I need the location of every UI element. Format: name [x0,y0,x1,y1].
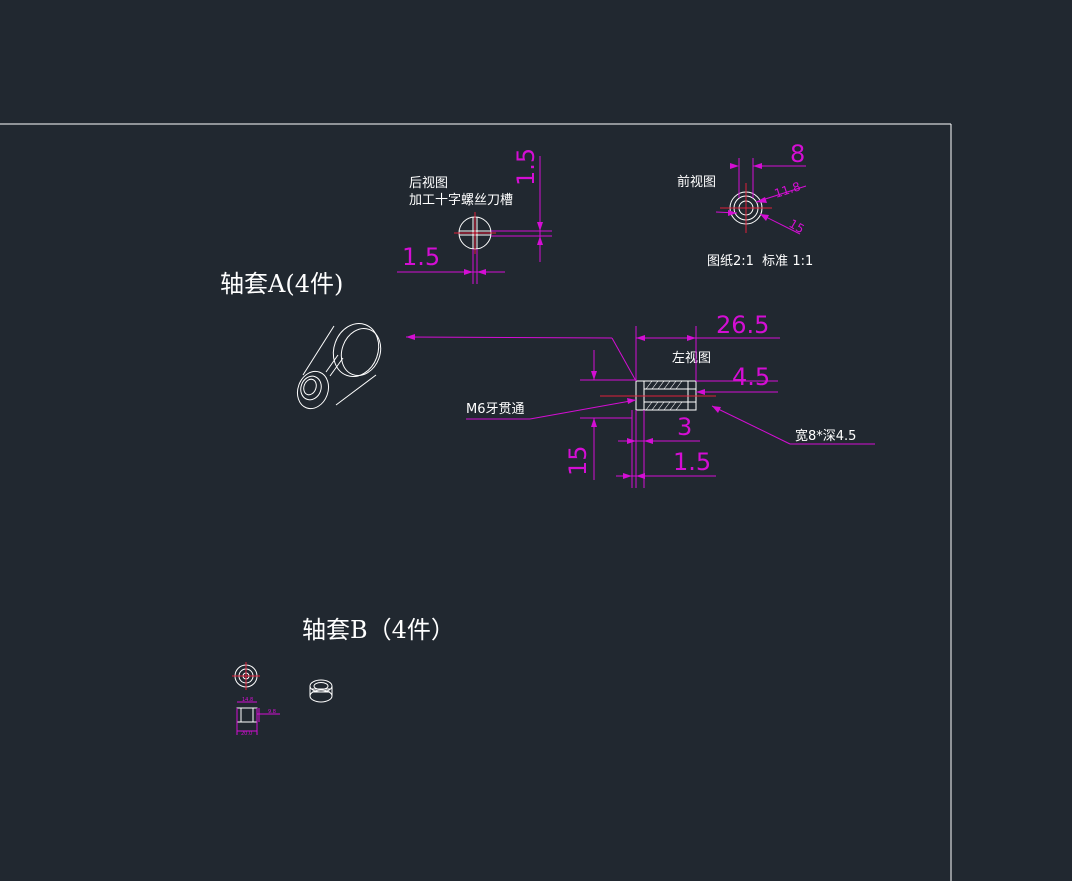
sheet-border [0,123,952,881]
title-sleeve-a: 轴套A(4件) [220,270,343,298]
front-view: 前视图 8 11.8 15 图纸2:1 标准 1:1 [677,140,813,269]
rear-view: 后视图 加工十字螺丝刀槽 1.5 1.5 [397,148,552,284]
left-view: 左视图 26.5 4.5 [405,311,875,488]
rear-dim-slot-width: 1.5 [402,243,440,271]
mini-dim-3: 20.0 [241,731,252,737]
left-dim-slot: 4.5 [732,363,770,391]
sleeve-b-drawings: 14.8 9.8 20.0 [232,662,333,737]
front-dim-inner: 11.8 [773,179,803,201]
mini-dim-1: 14.8 [242,697,253,703]
rear-dim-slot-depth: 1.5 [512,148,540,186]
slot-note: 宽8*深4.5 [795,428,856,444]
rear-view-label: 后视图 [409,176,448,191]
front-dim-width: 8 [790,140,805,168]
title-sleeve-b: 轴套B（4件） [302,616,455,644]
left-dim-flange: 3 [677,413,692,441]
scale-note: 图纸2:1 标准 1:1 [707,254,813,269]
left-dim-step: 1.5 [673,448,711,476]
front-view-label: 前视图 [677,174,716,190]
rear-view-note: 加工十字螺丝刀槽 [409,193,513,208]
thread-note: M6牙贯通 [466,402,525,417]
left-view-label: 左视图 [672,351,711,366]
left-dim-length: 26.5 [716,311,769,339]
sleeve-a-isometric [296,323,382,410]
left-dim-diameter: 15 [564,445,592,476]
front-dim-outer: 15 [787,216,807,236]
mini-dim-2: 9.8 [268,709,276,715]
